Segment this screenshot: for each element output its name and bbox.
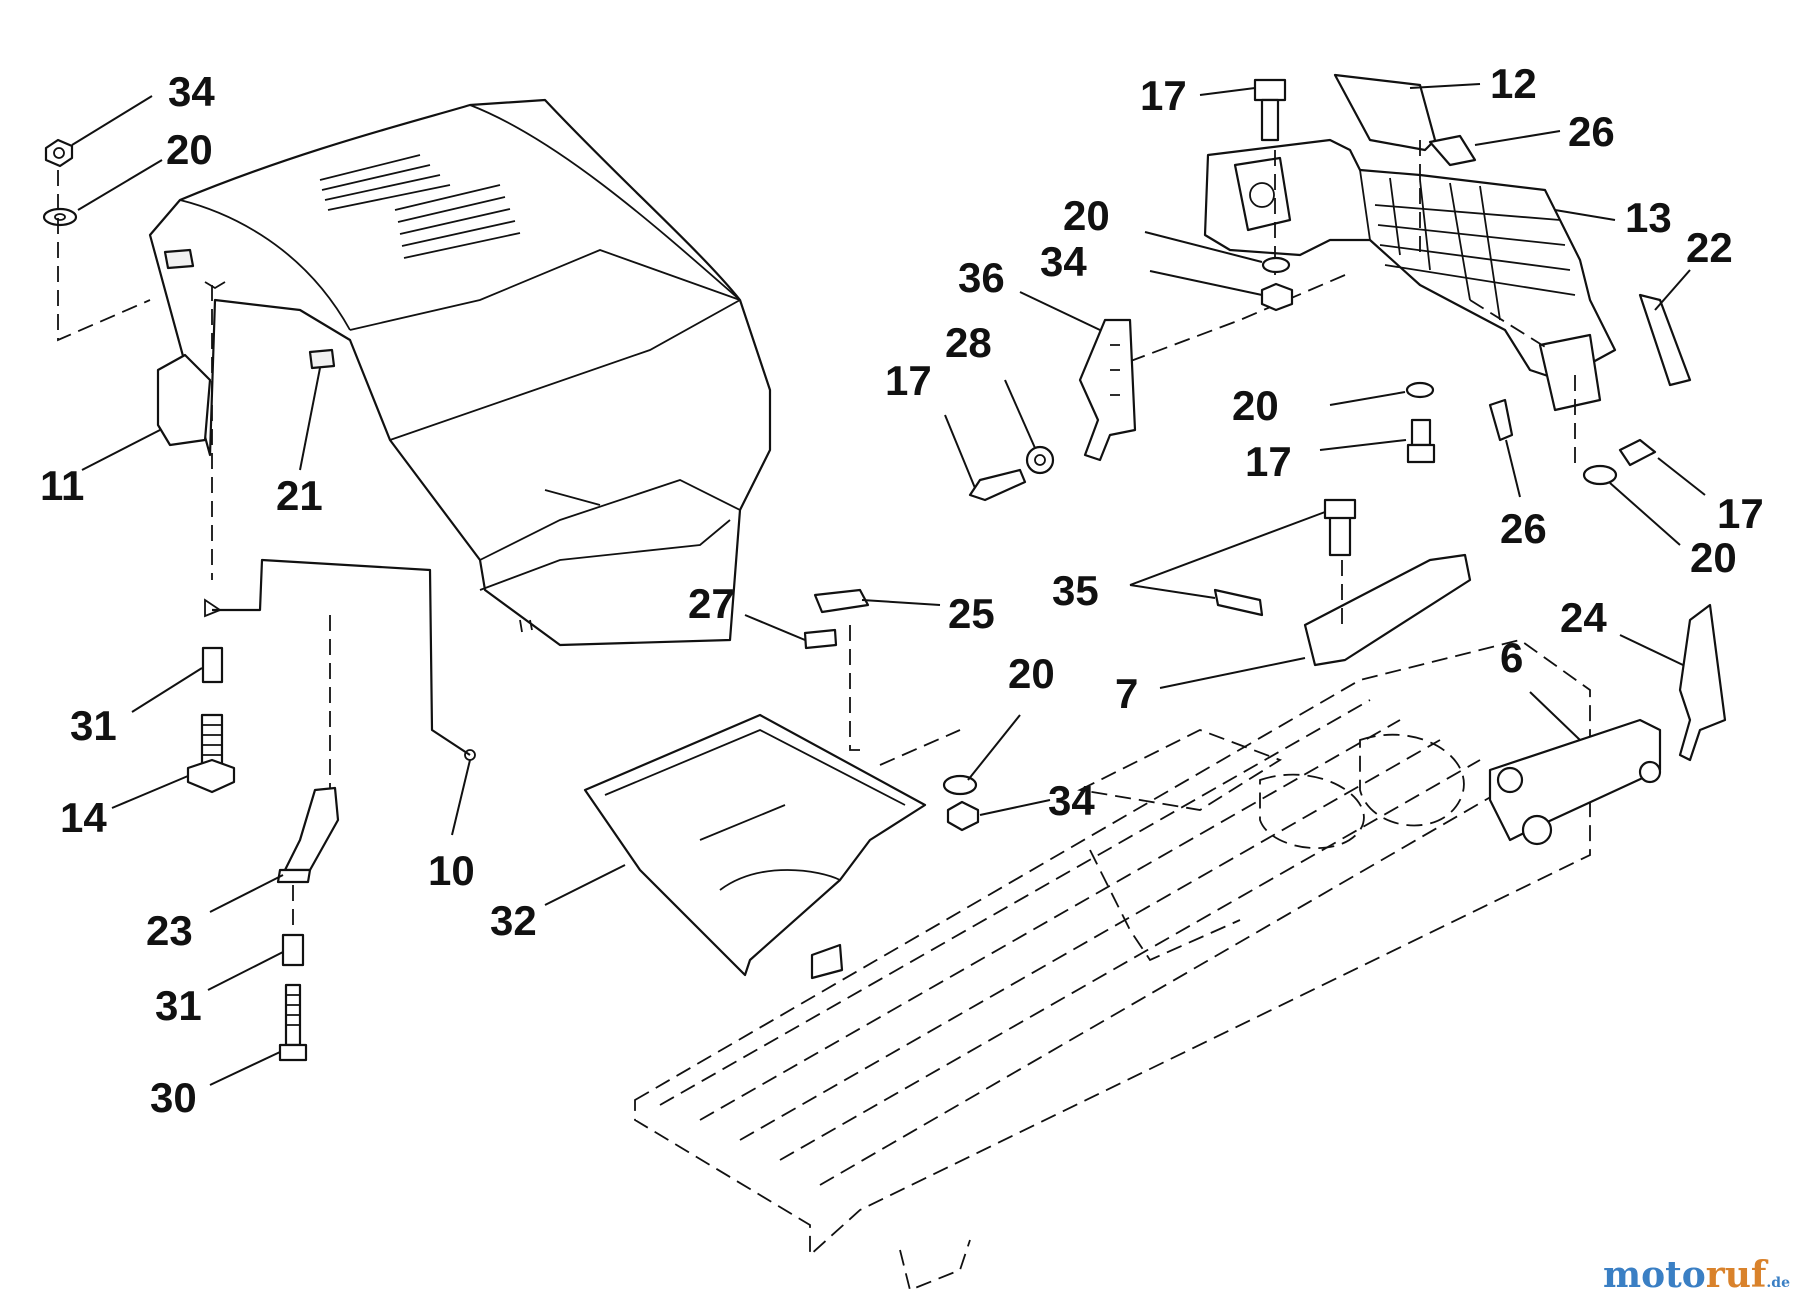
grille-assembly bbox=[968, 73, 1692, 502]
callout-26: 26 bbox=[1568, 108, 1615, 155]
callout-20: 20 bbox=[1690, 534, 1737, 581]
hood-assembly bbox=[148, 98, 772, 647]
callout-11: 11 bbox=[40, 462, 84, 509]
callout-28: 28 bbox=[945, 319, 992, 366]
callout-24: 24 bbox=[1560, 594, 1607, 641]
callout-20: 20 bbox=[1008, 650, 1055, 697]
callout-14: 14 bbox=[60, 794, 107, 841]
callout-6: 6 bbox=[1500, 634, 1523, 681]
callout-36: 36 bbox=[958, 254, 1005, 301]
callout-17: 17 bbox=[885, 357, 932, 404]
hood-vents bbox=[319, 154, 521, 259]
callout-7: 7 bbox=[1115, 670, 1138, 717]
callout-34: 34 bbox=[168, 68, 215, 115]
callout-17: 17 bbox=[1140, 72, 1187, 119]
hood-hardware bbox=[42, 138, 476, 1062]
callout-13: 13 bbox=[1625, 194, 1672, 241]
callout-31: 31 bbox=[70, 702, 117, 749]
hood bbox=[148, 98, 772, 647]
callout-25: 25 bbox=[948, 590, 995, 637]
callout-10: 10 bbox=[428, 847, 475, 894]
callout-labels: 34 20 11 21 31 14 10 23 31 30 17 12 26 1… bbox=[40, 60, 1764, 1121]
callout-17: 17 bbox=[1717, 490, 1764, 537]
callout-30: 30 bbox=[150, 1074, 197, 1121]
callout-35: 35 bbox=[1052, 567, 1099, 614]
callout-20: 20 bbox=[166, 126, 213, 173]
callout-22: 22 bbox=[1686, 224, 1733, 271]
callout-20: 20 bbox=[1232, 382, 1279, 429]
callout-23: 23 bbox=[146, 907, 193, 954]
tractor-frame bbox=[634, 498, 1727, 1292]
callout-31: 31 bbox=[155, 982, 202, 1029]
motoruf-watermark: motoruf.de bbox=[1603, 1254, 1790, 1296]
callout-17: 17 bbox=[1245, 438, 1292, 485]
battery-tray bbox=[583, 588, 980, 980]
callout-32: 32 bbox=[490, 897, 537, 944]
callout-21: 21 bbox=[276, 472, 323, 519]
callout-26: 26 bbox=[1500, 505, 1547, 552]
leader-lines bbox=[71, 83, 1706, 1086]
callout-34: 34 bbox=[1048, 777, 1095, 824]
callout-34: 34 bbox=[1040, 238, 1087, 285]
callout-12: 12 bbox=[1490, 60, 1537, 107]
callout-27: 27 bbox=[688, 580, 735, 627]
callout-20: 20 bbox=[1063, 192, 1110, 239]
